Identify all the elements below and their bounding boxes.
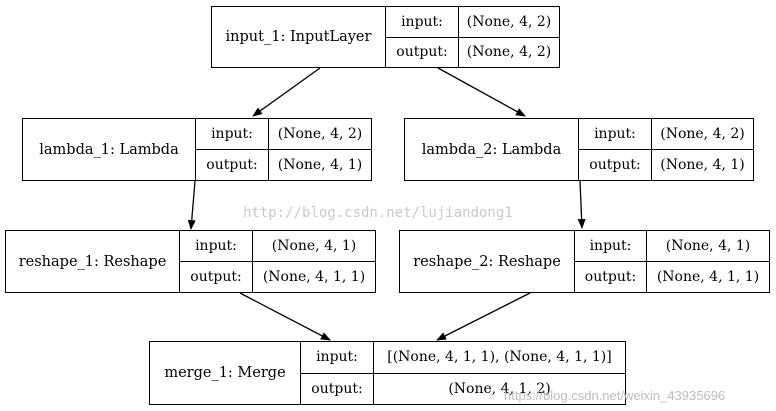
edge-input1-to-lambda2 [437, 67, 526, 117]
output-row: output: (None, 4, 1) [579, 149, 753, 180]
input-label: input: [196, 119, 269, 149]
output-label: output: [301, 373, 374, 404]
output-row: output: (None, 4, 1) [196, 149, 371, 180]
output-row: output: (None, 4, 1, 1) [575, 261, 769, 292]
input-shape: (None, 4, 2) [660, 126, 745, 142]
output-row: output: (None, 4, 1, 1) [180, 261, 375, 292]
output-shape: (None, 4, 1, 1) [262, 269, 366, 285]
input-shape: (None, 4, 1) [271, 238, 357, 254]
node-ports: input: (None, 4, 2) output: (None, 4, 2) [386, 7, 559, 67]
node-merge-1[interactable]: merge_1: Merge input: [(None, 4, 1, 1), … [149, 341, 626, 405]
node-title: reshape_1: Reshape [6, 231, 180, 292]
output-row: output: (None, 4, 1, 2) [301, 372, 625, 404]
input-shape: (None, 4, 2) [466, 13, 552, 30]
node-ports: input: (None, 4, 1) output: (None, 4, 1,… [180, 231, 375, 292]
node-input-1[interactable]: input_1: InputLayer input: (None, 4, 2) … [211, 6, 560, 68]
output-shape: (None, 4, 1) [277, 157, 363, 173]
input-shape: [(None, 4, 1, 1), (None, 4, 1, 1)] [387, 349, 612, 366]
node-title: lambda_1: Lambda [23, 119, 196, 180]
input-row: input: (None, 4, 1) [575, 231, 769, 261]
edge-reshape2-to-merge1 [436, 292, 531, 341]
node-title: lambda_2: Lambda [405, 119, 579, 180]
edge-reshape1-to-merge1 [239, 292, 331, 341]
output-shape: (None, 4, 2) [466, 44, 552, 61]
node-title: merge_1: Merge [150, 342, 301, 404]
input-row: input: (None, 4, 2) [386, 7, 559, 37]
input-shape: (None, 4, 1) [665, 238, 751, 254]
node-ports: input: (None, 4, 2) output: (None, 4, 1) [579, 119, 753, 180]
output-label: output: [196, 150, 269, 180]
edge-lambda2-to-reshape2 [577, 180, 586, 229]
output-label: output: [180, 262, 253, 292]
output-label: output: [579, 150, 652, 180]
input-label: input: [301, 342, 374, 373]
input-label: input: [579, 119, 652, 149]
edge-lambda1-to-reshape1 [187, 180, 196, 230]
input-shape: (None, 4, 2) [277, 126, 363, 142]
input-label: input: [386, 7, 459, 37]
input-row: input: (None, 4, 2) [196, 119, 371, 149]
node-title: input_1: InputLayer [212, 7, 386, 67]
input-row: input: [(None, 4, 1, 1), (None, 4, 1, 1)… [301, 342, 625, 373]
output-label: output: [575, 262, 647, 292]
node-ports: input: (None, 4, 2) output: (None, 4, 1) [196, 119, 371, 180]
node-reshape-1[interactable]: reshape_1: Reshape input: (None, 4, 1) o… [5, 230, 376, 293]
node-ports: input: (None, 4, 1) output: (None, 4, 1,… [575, 231, 769, 292]
input-row: input: (None, 4, 2) [579, 119, 753, 149]
input-label: input: [180, 231, 253, 261]
edge-input1-to-lambda1-line [252, 67, 321, 117]
node-title: reshape_2: Reshape [400, 231, 575, 292]
output-row: output: (None, 4, 2) [386, 36, 559, 67]
input-label: input: [575, 231, 647, 261]
node-ports: input: [(None, 4, 1, 1), (None, 4, 1, 1)… [301, 342, 625, 404]
node-reshape-2[interactable]: reshape_2: Reshape input: (None, 4, 1) o… [399, 230, 770, 293]
output-shape: (None, 4, 1, 2) [448, 380, 551, 397]
output-label: output: [386, 37, 459, 67]
output-shape: (None, 4, 1) [660, 157, 745, 173]
input-row: input: (None, 4, 1) [180, 231, 375, 261]
node-lambda-2[interactable]: lambda_2: Lambda input: (None, 4, 2) out… [404, 118, 754, 181]
node-lambda-1[interactable]: lambda_1: Lambda input: (None, 4, 2) out… [22, 118, 372, 181]
output-shape: (None, 4, 1, 1) [656, 269, 760, 285]
